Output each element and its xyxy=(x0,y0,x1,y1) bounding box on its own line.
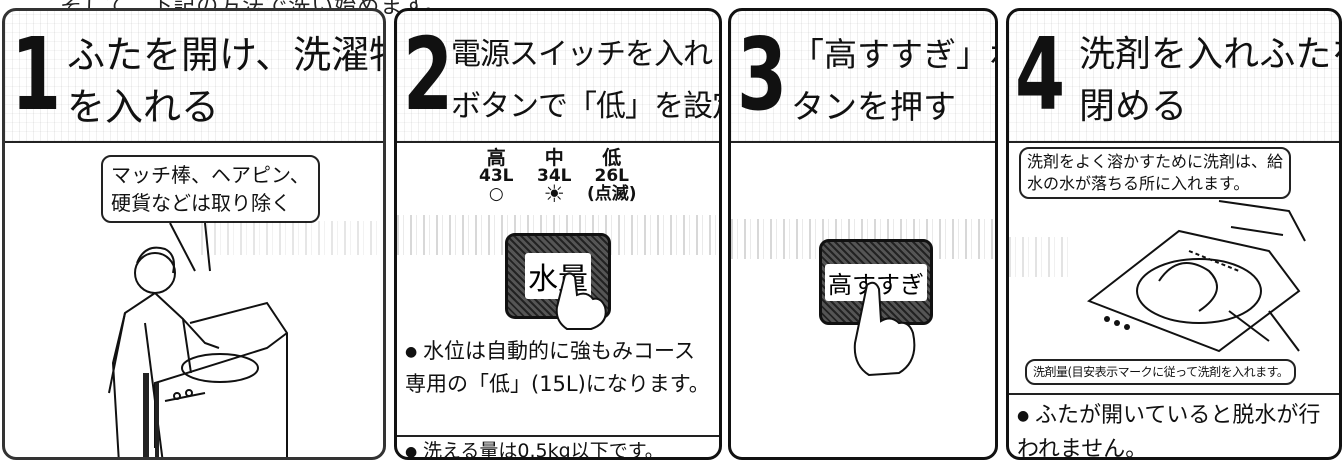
step-2-note-2: ● 洗える量は0.5kg以下です。 xyxy=(405,435,711,460)
step-1-scan-noise xyxy=(201,221,383,255)
step-1-title-line-1: ふたを開け、洗濯物 xyxy=(67,33,386,77)
water-level-high-indicator: ○ xyxy=(488,184,504,204)
step-4-note: ●ふたが開いていると脱水が行われません。 xyxy=(1017,399,1331,460)
finger-press-icon xyxy=(555,272,607,330)
step-4-title: 洗剤を入れふたを 閉める xyxy=(1079,29,1342,133)
step-3-title: 「高すすぎ」ボ タンを押す xyxy=(791,29,995,133)
step-3-title-line-1: 「高すすぎ」ボ xyxy=(791,35,995,74)
step-4-scan-noise xyxy=(1009,237,1069,277)
step-4-bottom-callout: 洗剤量(目安表示マークに従って洗剤を入れます。 xyxy=(1025,359,1297,385)
sun-blink-icon: ☀ xyxy=(543,180,565,208)
step-1-header: 1 ふたを開け、洗濯物 を入れる xyxy=(5,11,383,143)
water-level-high-amount: 43L xyxy=(479,166,514,186)
step-1-callout-line-2: 硬貨などは取り除く xyxy=(111,191,291,215)
step-1-callout-line-1: マッチ棒、ヘアピン、 xyxy=(111,163,310,187)
step-2-note-2-text: 洗える量は0.5kg以下です。 xyxy=(423,440,664,460)
step-2-body: 高 43L ○ 中 34L ☀ 低 26L (点滅) 水量 ●水位は自動的に強も… xyxy=(397,143,719,457)
step-1-title-line-2: を入れる xyxy=(67,85,220,129)
water-level-low-indicator: (点滅) xyxy=(587,184,637,204)
finger-press-icon xyxy=(853,281,916,377)
step-4-header: 4 洗剤を入れふたを 閉める xyxy=(1009,11,1339,143)
step-2-panel: 2 電源スイッチを入れ「水量」 ボタンで「低」を設定する 高 43L ○ 中 3… xyxy=(394,8,722,460)
step-2-note-divider xyxy=(397,435,719,437)
water-level-mid-name: 中 xyxy=(544,147,564,169)
water-level-high-name: 高 xyxy=(486,147,506,169)
step-3-panel: 3 「高すすぎ」ボ タンを押す 高すすぎ xyxy=(728,8,998,460)
bullet-icon: ● xyxy=(405,443,418,460)
step-4-callout-line-2: 水の水が落ちる所に入れます。 xyxy=(1027,174,1250,193)
step-2-header: 2 電源スイッチを入れ「水量」 ボタンで「低」を設定する xyxy=(397,11,719,143)
water-level-mid: 中 34L ☀ xyxy=(537,147,572,208)
step-1-title: ふたを開け、洗濯物 を入れる xyxy=(67,29,386,133)
water-level-low-name: 低 xyxy=(602,147,622,169)
step-3-header: 3 「高すすぎ」ボ タンを押す xyxy=(731,11,995,143)
water-amount-button-label: 水量 xyxy=(525,253,591,299)
water-level-high: 高 43L ○ xyxy=(479,147,514,204)
step-3-title-line-2: タンを押す xyxy=(791,87,956,126)
water-level-low-amount: 26L xyxy=(594,166,630,186)
step-4-title-line-1: 洗剤を入れふたを xyxy=(1079,34,1342,75)
step-1-callout: マッチ棒、ヘアピン、 硬貨などは取り除く xyxy=(101,155,320,223)
step-4-callout-line-1: 洗剤をよく溶かすために洗剤は、給 xyxy=(1027,152,1284,171)
step-4-note-divider xyxy=(1009,393,1339,395)
step-2-title-line-2: ボタンで「低」を設定する xyxy=(451,89,719,124)
step-4-panel: 4 洗剤を入れふたを 閉める 洗剤をよく溶かすために洗剤は、給 水の水が落ちる所… xyxy=(1006,8,1342,460)
step-1-panel: 1 ふたを開け、洗濯物 を入れる マッチ棒、ヘアピン、 硬貨などは取り除く xyxy=(2,8,386,460)
step-3-body: 高すすぎ xyxy=(731,143,995,457)
step-1-body: マッチ棒、ヘアピン、 硬貨などは取り除く xyxy=(5,143,383,457)
step-4-note-text: ふたが開いていると脱水が行われません。 xyxy=(1017,403,1321,460)
person-loading-washer-icon xyxy=(108,222,288,457)
water-level-low: 低 26L (点滅) xyxy=(587,147,637,204)
step-2-note-1: ●水位は自動的に強もみコース専用の「低」(15L)になります。 xyxy=(405,335,711,400)
step-4-callout: 洗剤をよく溶かすために洗剤は、給 水の水が落ちる所に入れます。 xyxy=(1019,147,1292,199)
step-2-note-1-text: 水位は自動的に強もみコース専用の「低」(15L)になります。 xyxy=(405,339,710,396)
step-3-number: 3 xyxy=(737,16,788,133)
step-4-title-line-2: 閉める xyxy=(1079,86,1188,127)
step-2-number: 2 xyxy=(403,16,454,133)
step-2-title-line-1: 電源スイッチを入れ「水量」 xyxy=(451,37,719,72)
step-1-number: 1 xyxy=(11,16,62,133)
bullet-icon: ● xyxy=(405,344,418,360)
hands-pouring-detergent-icon xyxy=(1086,200,1306,353)
step-4-body: 洗剤をよく溶かすために洗剤は、給 水の水が落ちる所に入れます。 洗剤量(目安表示… xyxy=(1009,143,1339,457)
step-2-title: 電源スイッチを入れ「水量」 ボタンで「低」を設定する xyxy=(451,29,719,133)
bullet-icon: ● xyxy=(1017,408,1030,424)
water-level-mid-amount: 34L xyxy=(537,166,572,186)
step-4-number: 4 xyxy=(1015,16,1066,133)
water-amount-button[interactable]: 水量 xyxy=(505,233,611,319)
